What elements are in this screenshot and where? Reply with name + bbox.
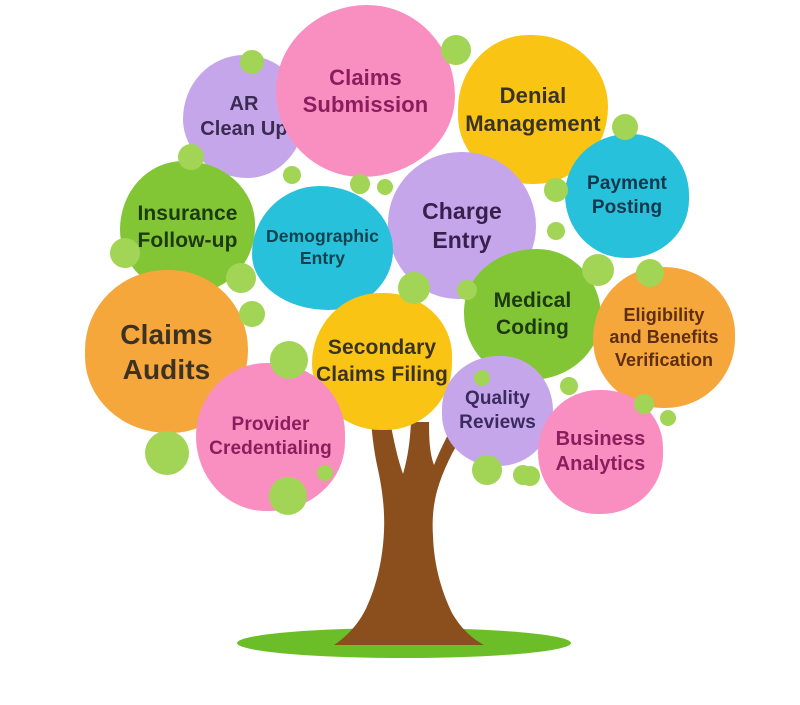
leaf-icon (226, 263, 256, 293)
leaf-icon (636, 259, 664, 287)
bubble-label: Provider Credentialing (209, 414, 332, 459)
leaf-icon (582, 254, 614, 286)
bubble-eligibility-and-benefits-verification: Eligibility and Benefits Verification (593, 267, 735, 408)
leaf-icon (178, 144, 204, 170)
bubble-label: Business Analytics (555, 428, 646, 475)
leaf-icon (317, 465, 333, 481)
leaf-icon (472, 455, 502, 485)
bubble-label: Quality Reviews (459, 388, 536, 433)
leaf-icon (239, 301, 265, 327)
leaf-icon (660, 410, 676, 426)
bubble-demographic-entry: Demographic Entry (252, 186, 393, 310)
leaf-icon (110, 238, 140, 268)
bubble-payment-posting: Payment Posting (565, 134, 689, 258)
bubble-label: AR Clean Up (200, 92, 288, 140)
leaf-icon (398, 272, 430, 304)
leaf-icon (560, 377, 578, 395)
leaf-icon (283, 166, 301, 184)
bubble-label: Payment Posting (587, 173, 667, 218)
bubble-label: Claims Submission (302, 64, 429, 118)
leaf-icon (145, 431, 189, 475)
bubble-label: Secondary Claims Filing (316, 336, 448, 386)
tree-trunk (334, 419, 484, 645)
leaf-icon (350, 174, 370, 194)
bubble-label: Charge Entry (422, 197, 502, 253)
bubble-label: Insurance Follow-up (137, 202, 238, 252)
leaf-icon (612, 114, 638, 140)
bubble-quality-reviews: Quality Reviews (442, 356, 553, 466)
bubble-label: Medical Coding (493, 289, 572, 339)
leaf-icon (547, 222, 565, 240)
leaf-icon (270, 341, 308, 379)
leaf-icon (474, 370, 490, 386)
leaf-icon (544, 178, 568, 202)
leaf-icon (377, 179, 393, 195)
leaf-icon (240, 50, 264, 74)
leaf-icon (634, 394, 654, 414)
bubble-label: Demographic Entry (266, 226, 379, 268)
leaf-icon (520, 466, 540, 486)
bubble-label: Claims Audits (120, 318, 213, 385)
leaf-icon (441, 35, 471, 65)
bubble-claims-submission: Claims Submission (276, 5, 455, 177)
bubble-label: Eligibility and Benefits Verification (609, 304, 719, 370)
leaf-icon (269, 477, 307, 515)
bubble-medical-coding: Medical Coding (464, 249, 601, 380)
leaf-icon (457, 280, 477, 300)
bubble-label: Denial Management (465, 83, 601, 136)
